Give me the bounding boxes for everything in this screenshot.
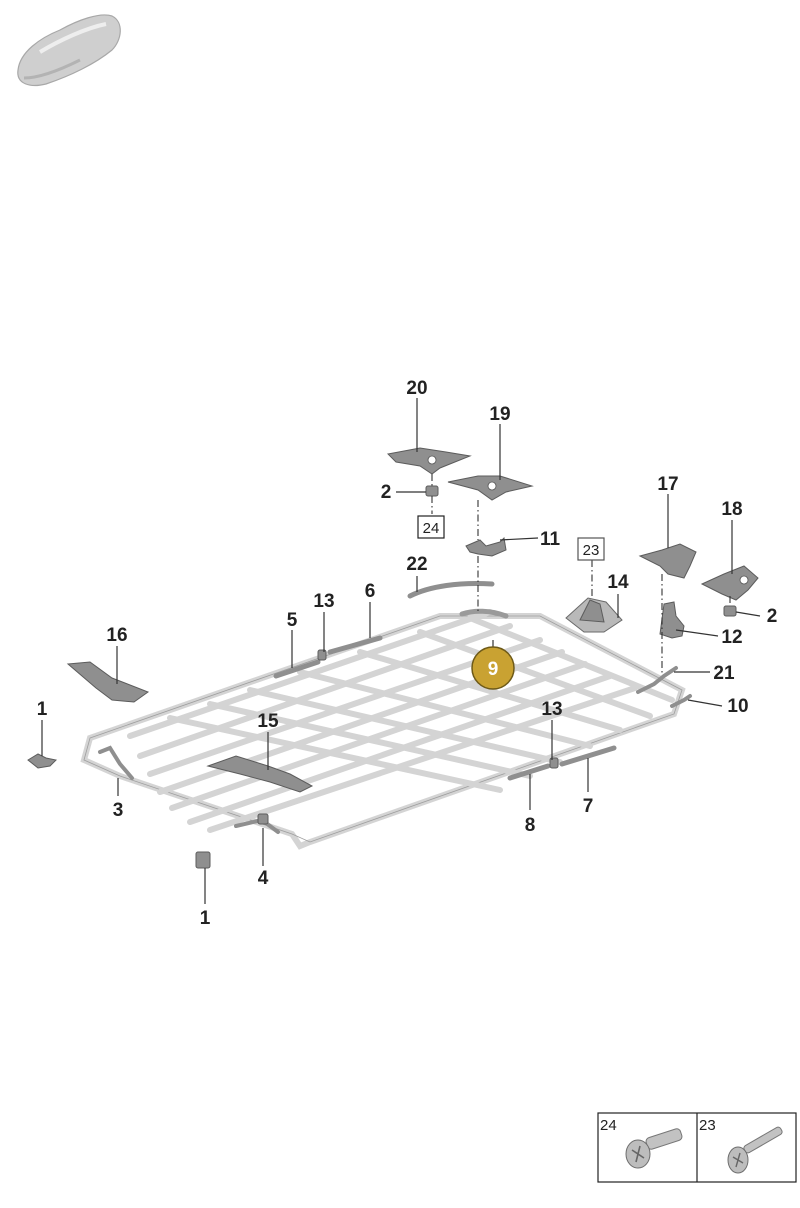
highlight-circle — [471, 646, 515, 690]
callout-2-upper[interactable]: 2 — [381, 482, 392, 503]
callout-2-right[interactable]: 2 — [767, 606, 778, 627]
part-2-clip-right — [723, 605, 737, 617]
callout-3[interactable]: 3 — [113, 800, 124, 821]
part-1-clip-bottom — [195, 851, 211, 869]
boxed-ref-23[interactable]: 23 — [577, 537, 605, 561]
part-11-bracket — [465, 536, 507, 557]
part-5-rail — [273, 659, 321, 679]
callout-7[interactable]: 7 — [583, 796, 594, 817]
part-12-bracket — [659, 601, 685, 639]
legend-cell-24-label: 24 — [600, 1117, 617, 1134]
legend-cell-23[interactable]: 23 — [699, 1117, 783, 1174]
part-1-clip-left — [27, 753, 58, 769]
part-13-joint-lower — [549, 757, 559, 769]
callout-10[interactable]: 10 — [727, 696, 748, 717]
assembly-lines — [431, 474, 731, 674]
part-13-joint-upper — [317, 649, 327, 661]
legend-cell-23-label: 23 — [699, 1117, 716, 1134]
callout-4[interactable]: 4 — [258, 868, 269, 889]
callout-13-lower[interactable]: 13 — [541, 699, 562, 720]
callout-6[interactable]: 6 — [365, 581, 376, 602]
boxed-ref-24-label: 24 — [423, 520, 440, 537]
callout-22[interactable]: 22 — [406, 554, 427, 575]
part-10-clip — [670, 694, 692, 708]
part-15-bracket — [206, 755, 314, 793]
callout-16[interactable]: 16 — [106, 625, 127, 646]
legend-cell-24[interactable]: 24 — [600, 1117, 683, 1169]
boxed-ref-23-label: 23 — [583, 542, 600, 559]
part-20-bracket — [386, 447, 472, 475]
callout-9-highlight[interactable]: 9 — [471, 646, 515, 690]
bolt-round-head-icon — [625, 1128, 683, 1169]
part-17-bracket — [638, 543, 697, 579]
callout-20[interactable]: 20 — [406, 378, 427, 399]
callout-21[interactable]: 21 — [713, 663, 735, 684]
callout-8[interactable]: 8 — [525, 815, 536, 836]
part-6-rail — [327, 635, 383, 655]
callout-18[interactable]: 18 — [721, 499, 742, 520]
callout-numbers: 20 19 2 11 22 17 18 2 14 12 21 10 13 6 5… — [37, 378, 778, 929]
part-7-rail — [559, 745, 617, 767]
callout-15[interactable]: 15 — [257, 711, 279, 732]
part-14-bracket — [565, 597, 623, 633]
part-3-clip — [98, 745, 134, 780]
callout-13-upper[interactable]: 13 — [313, 591, 334, 612]
part-19-bracket — [447, 475, 534, 501]
boxed-ref-24[interactable]: 24 — [417, 515, 445, 539]
callout-14[interactable]: 14 — [607, 572, 629, 593]
callout-17[interactable]: 17 — [657, 474, 678, 495]
part-8-rail — [507, 763, 551, 781]
callout-1-left[interactable]: 1 — [37, 699, 48, 720]
callout-9-label: 9 — [488, 659, 499, 680]
callout-11[interactable]: 11 — [540, 529, 561, 550]
callout-19[interactable]: 19 — [489, 404, 510, 425]
part-22-rail-piece — [407, 581, 495, 599]
callout-12[interactable]: 12 — [721, 627, 742, 648]
callout-5[interactable]: 5 — [287, 610, 298, 631]
part-21-clip — [636, 666, 678, 694]
part-18-bracket — [700, 565, 759, 601]
part-2-clip-upper — [425, 485, 439, 497]
part-16-bracket — [66, 661, 150, 703]
callout-1-bottom[interactable]: 1 — [200, 908, 211, 929]
part-4-clip — [234, 813, 280, 834]
part-9-rail-piece — [459, 608, 509, 619]
car-thumbnail-icon — [17, 14, 121, 87]
fastener-legend: 24 23 — [597, 1112, 797, 1183]
bolt-long-icon — [727, 1126, 783, 1174]
leader-lines — [41, 398, 761, 904]
